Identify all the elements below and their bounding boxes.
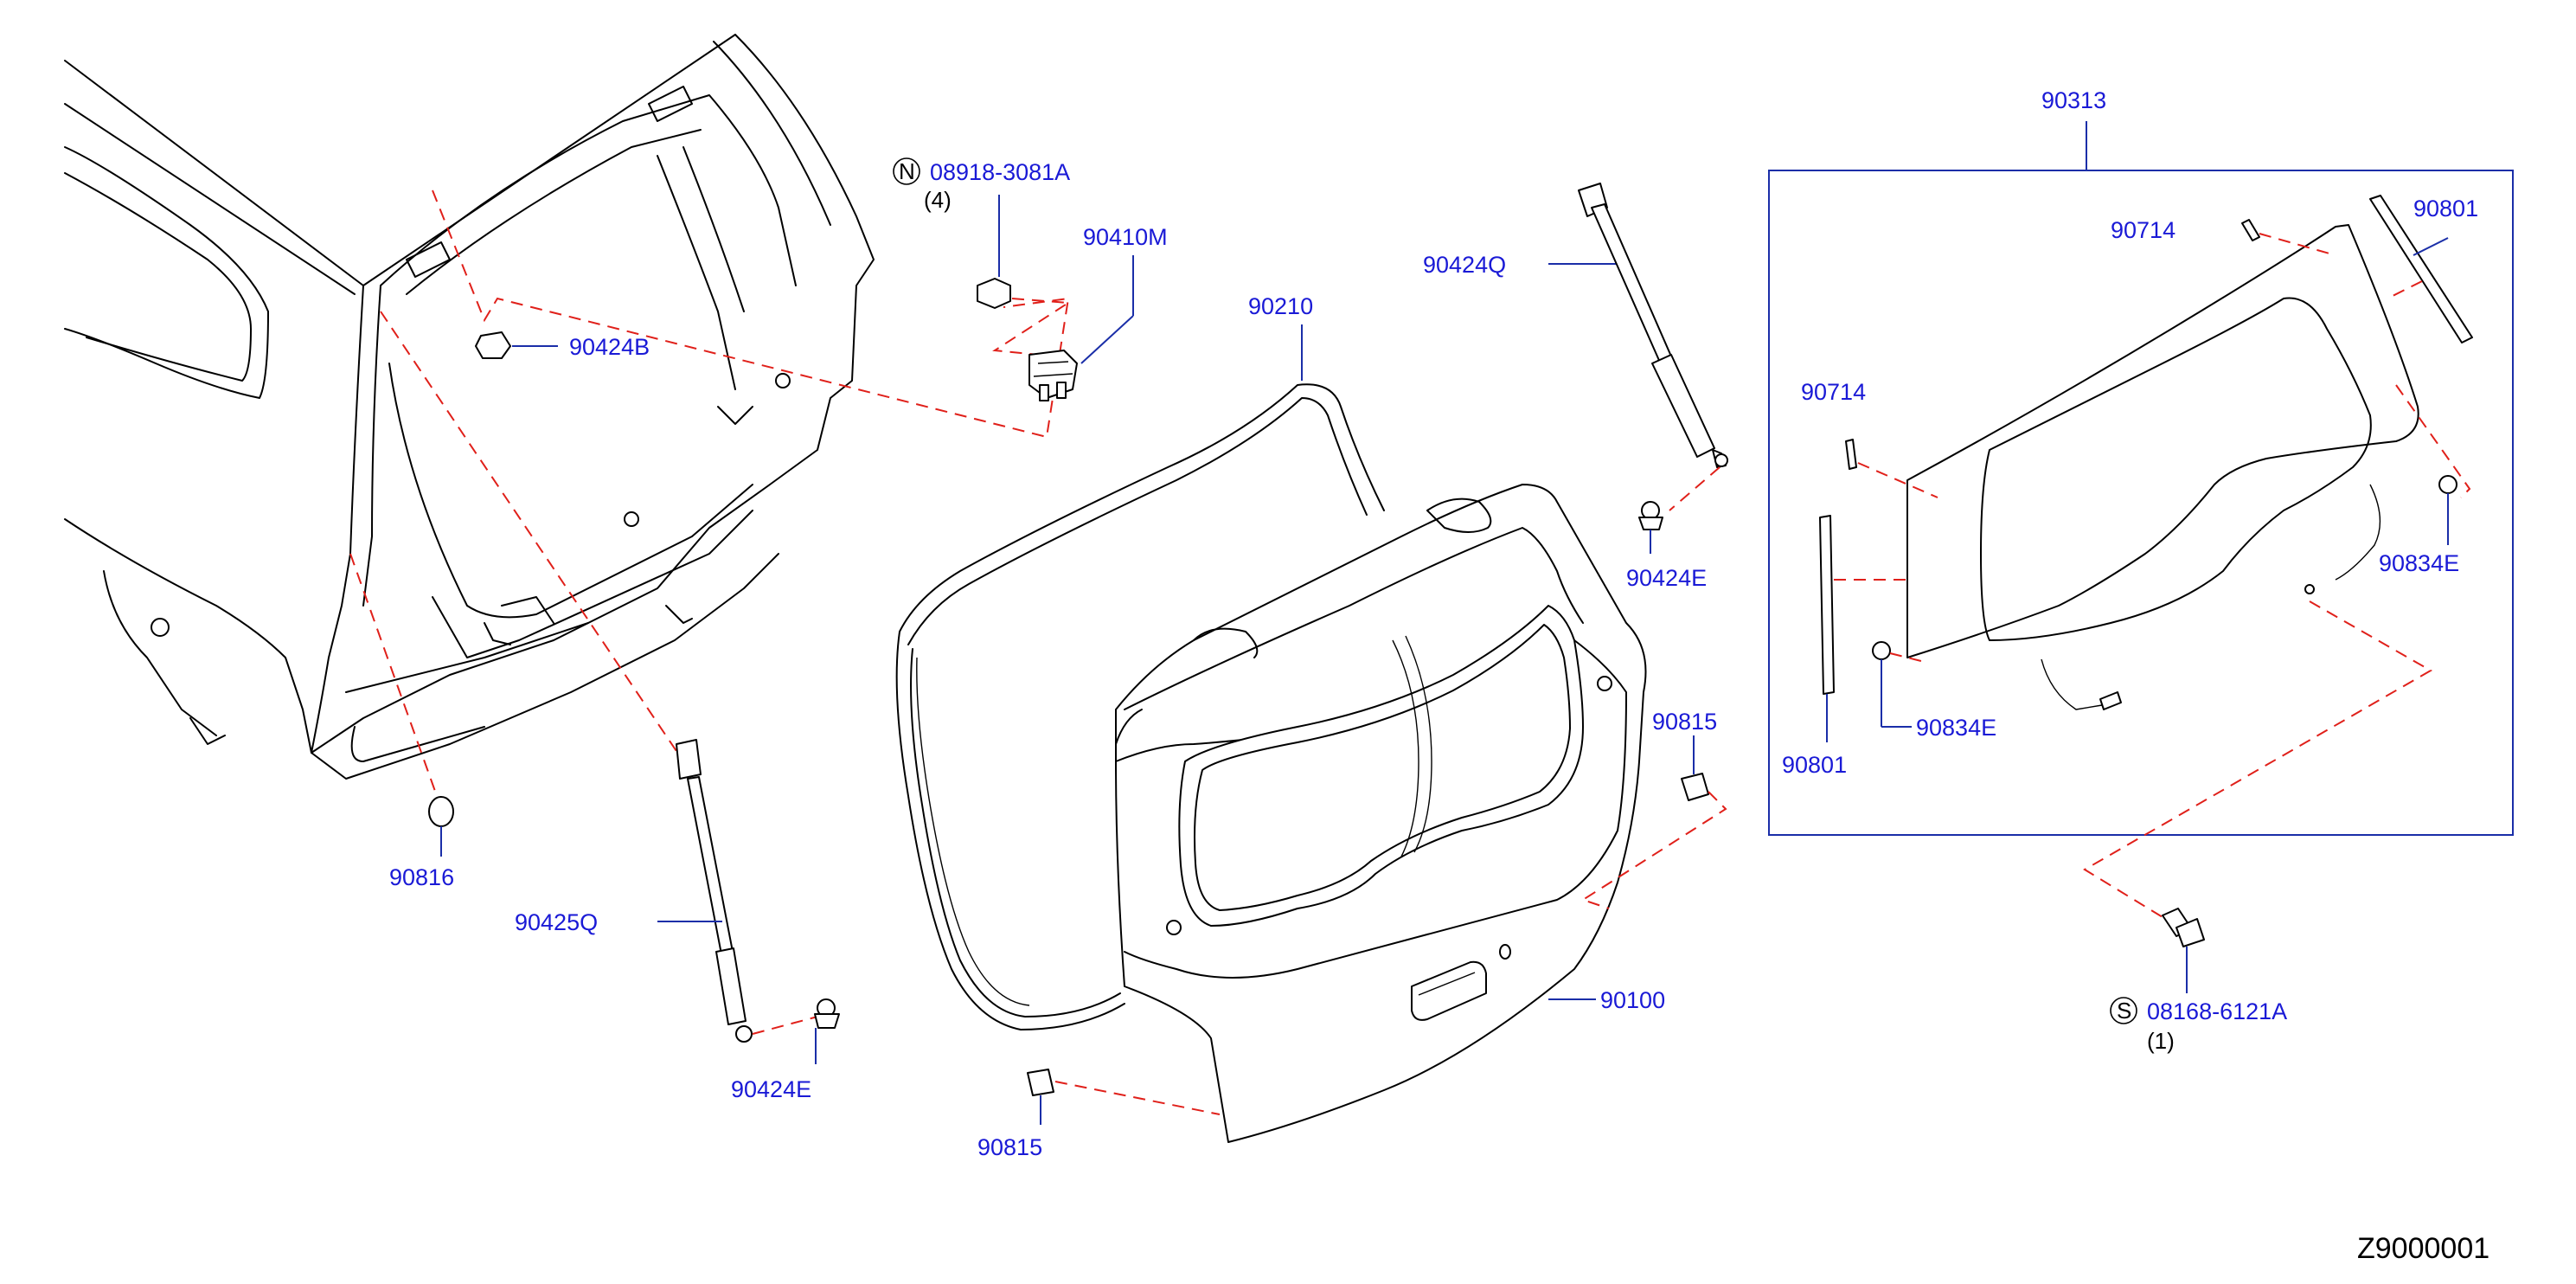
dash-90801-top: [2387, 280, 2423, 299]
back-glass-90313: [1906, 224, 2419, 710]
label-90425Q: 90425Q: [515, 909, 598, 935]
label-90100: 90100: [1600, 987, 1665, 1013]
grommet-90816: [428, 796, 454, 827]
bumper-90815-bottom: [1027, 1069, 1054, 1096]
label-90816: 90816: [389, 864, 454, 890]
svg-text:S: S: [2117, 998, 2131, 1024]
label-90313: 90313: [2041, 87, 2106, 113]
s-symbol: S: [2110, 997, 2137, 1024]
body-dash-90424B: [432, 189, 1070, 439]
label-90424Q: 90424Q: [1423, 252, 1506, 278]
svg-text:N: N: [899, 158, 915, 184]
dash-08918: [992, 298, 1072, 356]
dash-90714-top: [2259, 233, 2336, 256]
label-90815-bottom: 90815: [977, 1134, 1042, 1160]
vehicle-body-rear: [64, 34, 875, 780]
label-90210: 90210: [1248, 293, 1313, 319]
ball-stud-90424E-bottom: [814, 998, 840, 1029]
dash-90834E-right: [2395, 384, 2471, 498]
clip-90834E-right: [2438, 475, 2457, 494]
label-90424B: 90424B: [569, 334, 650, 360]
moulding-90801-left: [1819, 515, 1835, 695]
spacer-90714-left: [1845, 439, 1857, 470]
diagram-reference-code: Z9000001: [2357, 1232, 2489, 1265]
clip-90834E-bottom: [1872, 641, 1891, 660]
label-90714-top: 90714: [2111, 217, 2176, 243]
gas-strut-90425Q: [676, 739, 753, 1043]
body-dash-90425Q: [380, 311, 684, 762]
gas-strut-90424Q: [1578, 183, 1728, 468]
weatherstrip-90210: [895, 383, 1385, 1030]
lock-90410M: [1028, 350, 1078, 401]
label-90424E-top: 90424E: [1626, 565, 1707, 591]
label-90424E-bottom: 90424E: [731, 1076, 811, 1102]
dash-08168: [2083, 600, 2433, 918]
dash-90815-bottom: [1054, 1081, 1221, 1115]
back-door-90100: [1115, 484, 1647, 1143]
n-symbol: N: [893, 157, 920, 185]
nut-90424B: [475, 331, 511, 359]
label-90801-top: 90801: [2413, 196, 2478, 221]
label-08168-qty: (1): [2147, 1028, 2175, 1054]
body-dash-90816: [349, 553, 438, 797]
glass-assembly-box: [1768, 170, 2514, 836]
dash-90834E-bottom: [1889, 652, 1926, 663]
nut-08918-3081A: [977, 278, 1011, 309]
label-08168-6121A: 08168-6121A: [2147, 998, 2287, 1024]
label-90801-left: 90801: [1782, 752, 1847, 778]
label-90714-left: 90714: [1801, 379, 1866, 405]
label-90834E-bottom: 90834E: [1916, 715, 1996, 741]
label-90410M: 90410M: [1083, 224, 1168, 250]
spacer-90714-top: [2241, 219, 2260, 241]
moulding-90801-top: [2369, 195, 2473, 343]
bumper-90815-right: [1681, 773, 1709, 801]
dash-90425Q: [752, 1016, 818, 1035]
dash-90815-right: [1580, 791, 1727, 909]
screw-08168-6121A: [2162, 908, 2205, 947]
label-90834E-right: 90834E: [2379, 550, 2459, 576]
label-08918-qty: (4): [924, 187, 952, 213]
ball-stud-90424E-top: [1638, 501, 1663, 530]
dash-90424Q: [1669, 466, 1721, 511]
dash-90714-left: [1857, 462, 1938, 498]
label-90815-right: 90815: [1652, 709, 1717, 735]
label-08918-3081A: 08918-3081A: [930, 159, 1070, 185]
